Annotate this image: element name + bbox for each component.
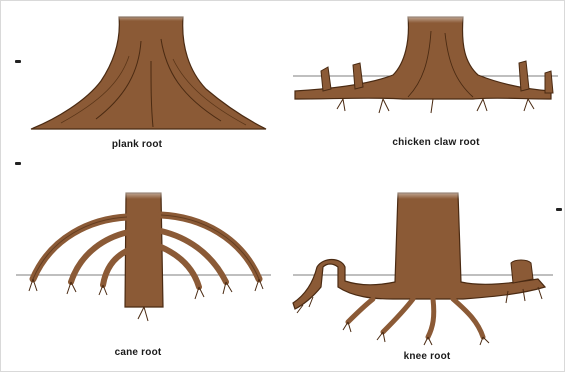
panel-knee-root: knee root <box>283 187 565 373</box>
label-plank-root: plank root <box>0 139 278 150</box>
panel-chicken-claw-root: chicken claw root <box>283 1 565 187</box>
panel-cane-root: cane root <box>1 187 283 373</box>
panel-plank-root: plank root <box>1 1 283 187</box>
chicken-claw-root-illustration <box>283 1 565 187</box>
label-knee-root: knee root <box>286 351 565 362</box>
label-chicken-claw-root: chicken claw root <box>295 137 565 148</box>
knee-root-illustration <box>283 187 565 373</box>
label-cane-root: cane root <box>0 347 279 358</box>
cane-root-illustration <box>1 187 283 373</box>
plank-root-illustration <box>1 1 283 187</box>
